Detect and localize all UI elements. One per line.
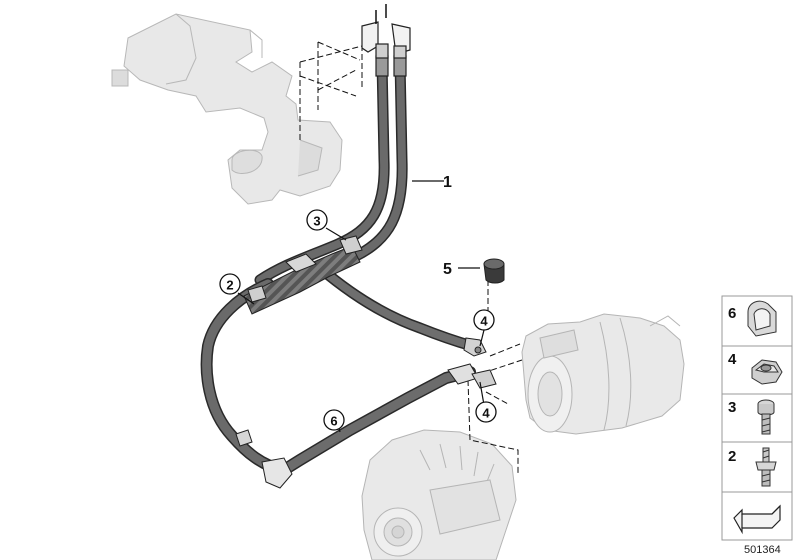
- callout-3-label: 3: [313, 214, 320, 229]
- starter-motor-ghost: [521, 313, 685, 435]
- callout-4-lower-label: 4: [482, 406, 490, 421]
- hex-nut-icon: [751, 359, 783, 385]
- legend-num-2: 2: [728, 448, 736, 465]
- torx-bolt-icon: [757, 399, 775, 435]
- callout-2: 2: [219, 273, 241, 295]
- power-distribution-box-ghost: [111, 13, 343, 205]
- alternator-cable-end-fittings: [235, 363, 497, 489]
- callout-3: 3: [306, 209, 328, 231]
- callout-5: 5: [443, 261, 452, 278]
- alternator-ghost: [361, 429, 517, 560]
- direction-arrow-icon: [733, 504, 781, 535]
- callout-4-upper: 4: [473, 309, 495, 331]
- terminal-cap-part5: [483, 258, 505, 284]
- legend-num-4: 4: [728, 351, 737, 368]
- alternator-cable-part6: [278, 366, 476, 476]
- starter-cable-terminal: [463, 337, 487, 357]
- stud-bolt-icon: [755, 447, 777, 487]
- cable-bracket-braided: [243, 235, 363, 315]
- callout-2-label: 2: [226, 278, 233, 293]
- parts-legend: 6 4 3 2: [721, 295, 793, 541]
- callout-5-label: 5: [443, 261, 452, 278]
- callout-4-lower: 4: [475, 401, 497, 423]
- callout-1: 1: [443, 174, 452, 191]
- cable-clip-icon: [747, 300, 777, 337]
- callout-6: 6: [323, 409, 345, 431]
- leader-lines: [237, 180, 485, 433]
- legend-num-3: 3: [728, 399, 736, 416]
- legend-num-6: 6: [728, 305, 736, 322]
- callout-6-label: 6: [330, 414, 337, 429]
- callout-4-upper-label: 4: [480, 314, 488, 329]
- upper-terminal-fittings: [361, 4, 411, 77]
- callout-1-label: 1: [443, 174, 452, 191]
- diagram-reference-number: 501364: [744, 544, 781, 556]
